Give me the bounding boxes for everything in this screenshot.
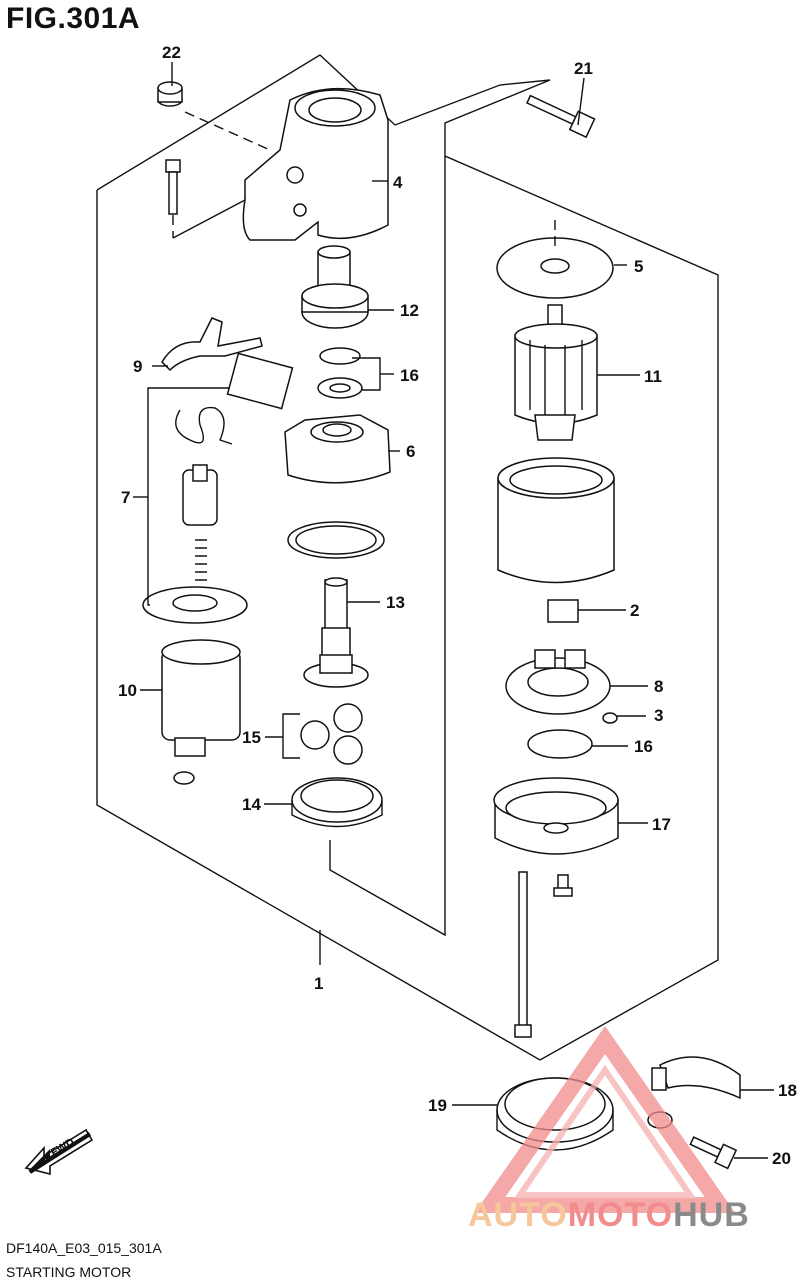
- solenoid-body-part: [161, 639, 241, 785]
- callout-8: 8: [654, 677, 663, 696]
- callout-20: 20: [772, 1149, 791, 1168]
- watermark-part3: HUB: [673, 1196, 750, 1234]
- ring-gear-part: [291, 777, 383, 828]
- watermark-part2: MOTO: [567, 1196, 674, 1234]
- callout-6: 6: [406, 442, 415, 461]
- assembly-frame: [96, 54, 719, 1061]
- callout-17: 17: [652, 815, 671, 834]
- brush-part: [547, 599, 579, 623]
- pinion-part: [301, 245, 369, 329]
- lever-part: [161, 317, 263, 372]
- callout-1: 1: [314, 974, 323, 993]
- bolt-part-21: [526, 94, 596, 139]
- clip-washer-part: [317, 347, 363, 399]
- solenoid-parts: [142, 352, 294, 624]
- housing-bolt: [165, 159, 181, 215]
- group-bracket-15: [282, 713, 300, 759]
- callout-10: 10: [118, 681, 137, 700]
- callout-18: 18: [778, 1081, 797, 1100]
- armature-part: [514, 304, 598, 441]
- yoke-part: [497, 457, 615, 584]
- watermark-logo: [474, 1026, 736, 1213]
- callout-21: 21: [574, 59, 593, 78]
- collar-part: [157, 81, 183, 107]
- through-bolt-part: [514, 871, 573, 1038]
- arrow-left-icon: [24, 1128, 94, 1176]
- washer-plate-part: [496, 237, 614, 299]
- callout-3: 3: [654, 706, 663, 725]
- callout-9: 9: [133, 357, 142, 376]
- callout-19: 19: [428, 1096, 447, 1115]
- callout-7: 7: [121, 488, 130, 507]
- lower-washer-part: [527, 729, 593, 759]
- shaft-part: [287, 521, 385, 688]
- nut-part: [602, 712, 618, 724]
- callout-14: 14: [242, 795, 261, 814]
- figure-name: STARTING MOTOR: [6, 1264, 132, 1280]
- watermark-text: AUTOMOTOHUB: [468, 1196, 750, 1235]
- inner-frame: [329, 156, 446, 937]
- callout-12: 12: [400, 301, 419, 320]
- gear-bracket-part: [284, 414, 391, 484]
- figure-code: DF140A_E03_015_301A: [6, 1240, 162, 1256]
- callout-2: 2: [630, 601, 639, 620]
- callout-4: 4: [393, 173, 403, 192]
- bolt-part-20: [689, 1136, 738, 1170]
- callout-5: 5: [634, 257, 643, 276]
- planetary-gears-part: [300, 703, 363, 765]
- callout-15: 15: [242, 728, 261, 747]
- housing-part: [242, 87, 389, 241]
- brush-holder-part: [505, 649, 611, 715]
- figure-title: FIG.301A: [6, 2, 141, 35]
- callout-16-bottom: 16: [634, 737, 653, 756]
- watermark-part1: AUTO: [468, 1196, 568, 1234]
- callout-13: 13: [386, 593, 405, 612]
- callout-16-top: 16: [400, 366, 419, 385]
- end-cap-part: [493, 777, 619, 855]
- callout-22: 22: [162, 43, 181, 62]
- callout-11: 11: [644, 367, 662, 386]
